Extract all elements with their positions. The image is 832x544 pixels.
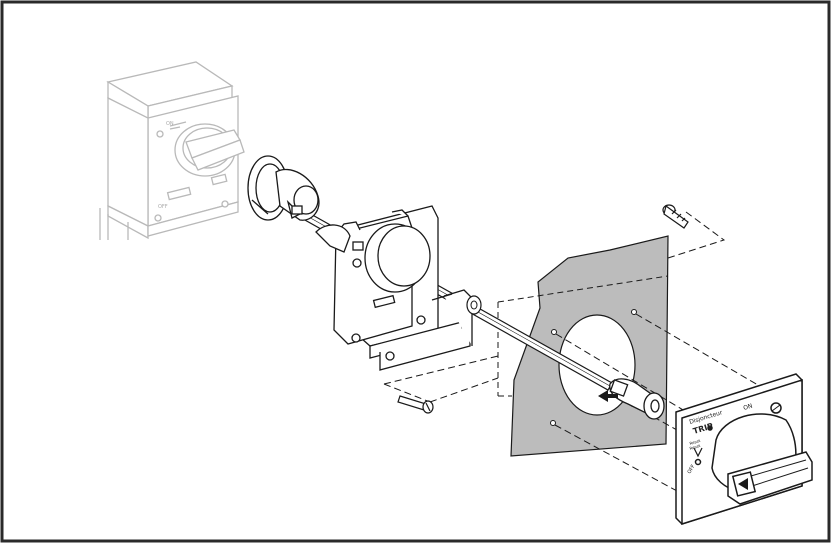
handle-reset-label-1: Reset: [689, 438, 702, 446]
handle-off-label: OFF: [687, 464, 697, 475]
screw-bottom-icon: [397, 395, 434, 414]
rotary-handle-icon: [675, 373, 813, 526]
circuit-breaker-icon: [99, 61, 245, 240]
screw-icon: [662, 204, 689, 229]
handle-footprint-outline: [497, 275, 669, 397]
bracket-icon: [315, 205, 473, 371]
breaker-on-label: ON: [166, 121, 174, 127]
shaft-coupling-icon: [247, 155, 320, 221]
handle-reset-label-2: Reset: [689, 443, 702, 451]
breaker-off-label: OFF: [158, 204, 168, 210]
shaft-tip-icon: [598, 378, 665, 420]
handle-on-label: ON: [743, 403, 754, 412]
